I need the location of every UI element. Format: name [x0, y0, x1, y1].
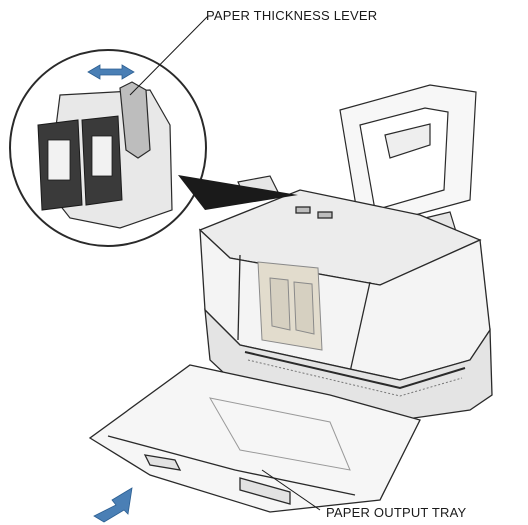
- output-tray: [88, 364, 421, 513]
- paper-support: [339, 84, 477, 231]
- tray-leader: [261, 469, 321, 511]
- double-arrow-icon: [87, 64, 135, 80]
- cartridge-ghost: [257, 261, 323, 351]
- inset-pointer: [178, 175, 298, 210]
- paper-output-tray-label: PAPER OUTPUT TRAY: [326, 505, 467, 520]
- pull-arrow-icon: [93, 487, 133, 523]
- lever-leader: [129, 15, 209, 96]
- paper-thickness-lever-label: PAPER THICKNESS LEVER: [206, 8, 378, 23]
- magnified-inset: [9, 49, 207, 247]
